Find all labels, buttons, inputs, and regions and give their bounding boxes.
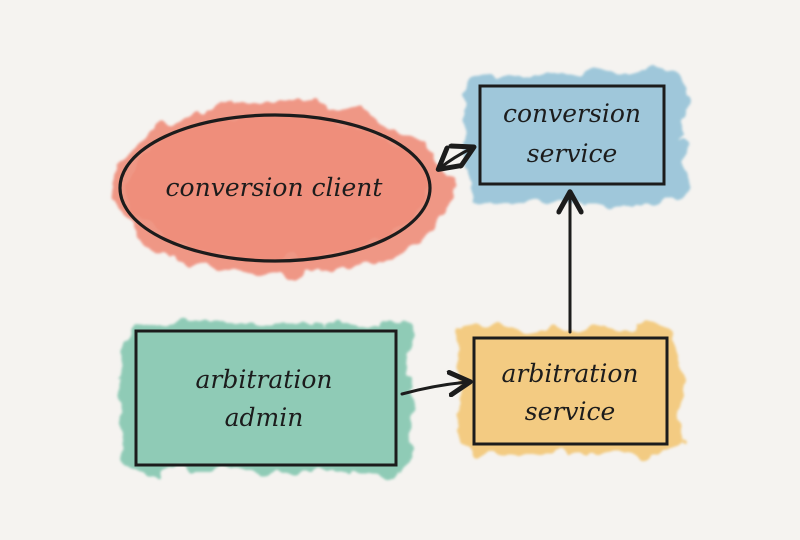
node-arbitration-service: arbitration service <box>458 326 680 454</box>
conversion-client-label: conversion client <box>166 173 384 202</box>
conversion-client-wash-inner <box>125 116 425 260</box>
node-conversion-service: conversion service <box>466 74 686 204</box>
arbitration-admin-label-line1: arbitration <box>196 365 333 394</box>
node-conversion-client: conversion client <box>112 102 452 278</box>
arbitration-admin-wash <box>122 322 412 472</box>
arbitration-admin-label-line2: admin <box>225 403 304 432</box>
node-arbitration-admin: arbitration admin <box>122 322 412 472</box>
conversion-client-outline <box>118 113 432 263</box>
edge-client-to-conversion-service <box>440 148 472 168</box>
arbitration-service-wash <box>458 326 680 454</box>
arbitration-service-label-line1: arbitration <box>502 359 639 388</box>
arbitration-admin-outline <box>134 329 398 467</box>
arbitration-service-outline <box>472 336 669 446</box>
conversion-service-label-line1: conversion <box>503 99 641 128</box>
conversion-service-wash <box>466 74 686 204</box>
conversion-service-label-line2: service <box>527 139 618 168</box>
edge-admin-to-arbitration-service <box>400 382 468 394</box>
conversion-service-outline <box>478 84 666 186</box>
arbitration-service-label-line2: service <box>525 397 616 426</box>
